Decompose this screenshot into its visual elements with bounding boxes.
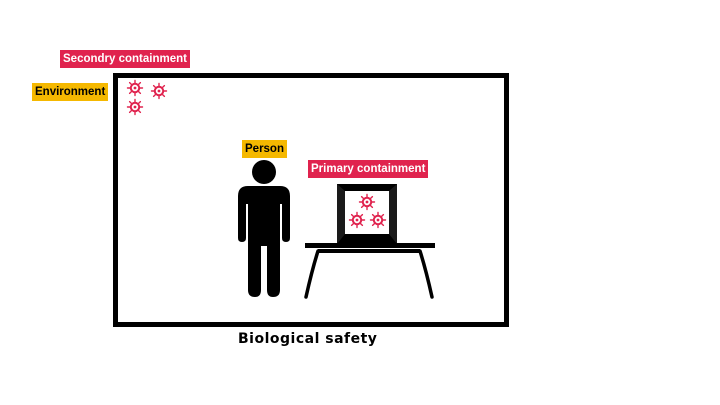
virus-icon	[348, 211, 366, 229]
primary-containment-label: Primary containment	[308, 160, 429, 178]
virus-icon	[126, 79, 144, 97]
virus-icon	[358, 193, 376, 211]
diagram-caption: Biological safety	[238, 331, 378, 347]
environment-label: Environment	[32, 83, 109, 101]
person-label: Person	[242, 140, 287, 158]
virus-icon	[126, 98, 144, 116]
environment-virus-icons	[126, 79, 168, 116]
virus-icon	[150, 82, 168, 100]
secondary-containment-room	[113, 73, 509, 327]
lab-bench-icon	[304, 243, 435, 299]
biosafety-cabinet-icon	[337, 184, 397, 244]
person-icon	[238, 160, 290, 297]
virus-icon	[369, 211, 387, 229]
secondary-containment-label: Secondry containment	[60, 50, 190, 68]
